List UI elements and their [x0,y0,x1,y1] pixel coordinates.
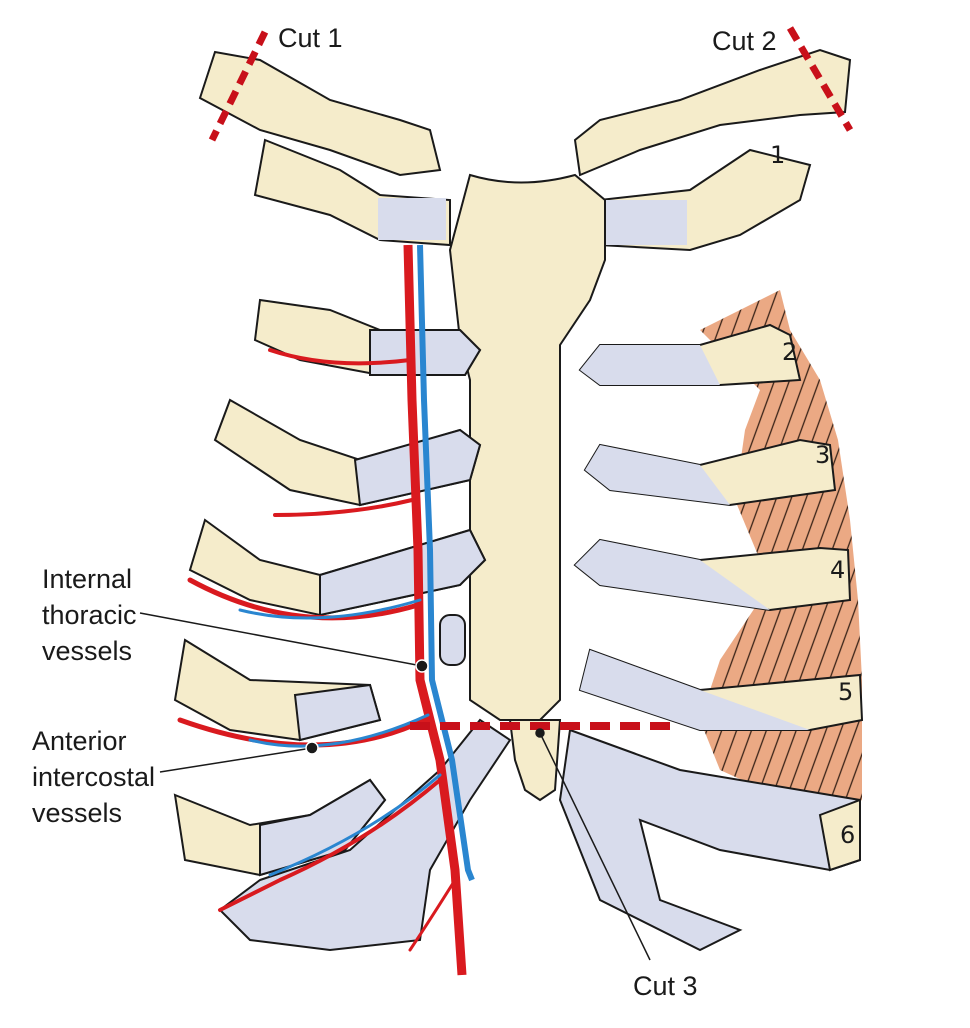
rib-number-1: 1 [770,141,785,169]
rib-number-6: 6 [840,821,855,849]
svg-text:intercostal: intercostal [32,762,155,792]
left-costal-cartilage-1 [378,198,446,240]
xiphoid-process [508,719,562,802]
right-costal-cartilage-1 [605,200,687,245]
rib-number-3: 3 [815,441,830,469]
internal-thoracic-artery [403,244,467,976]
svg-text:thoracic: thoracic [42,600,137,630]
left-clavicle [198,50,442,177]
cut-line-2 [786,26,854,132]
sternum [448,173,606,721]
anterior-intercostal-label: Anterior intercostal vessels [32,726,155,828]
cut-1-label: Cut 1 [278,23,343,53]
svg-text:Anterior: Anterior [32,726,127,756]
svg-text:Internal: Internal [42,564,132,594]
rib-number-2: 2 [782,338,797,366]
left-ribs [173,298,512,952]
right-ribs [558,323,864,952]
right-clavicle [573,48,852,177]
cut-3-label: Cut 3 [633,971,698,1001]
intercostal-vessels [177,348,457,952]
rib-number-5: 5 [838,678,853,706]
cut-line-1 [208,30,269,142]
internal-thoracic-vein [417,244,475,882]
leader-lines [139,612,651,961]
svg-text:vessels: vessels [32,798,122,828]
rib-number-4: 4 [830,556,845,584]
internal-thoracic-label: Internal thoracic vessels [42,564,137,666]
svg-text:vessels: vessels [42,636,132,666]
cut-2-label: Cut 2 [712,26,777,56]
